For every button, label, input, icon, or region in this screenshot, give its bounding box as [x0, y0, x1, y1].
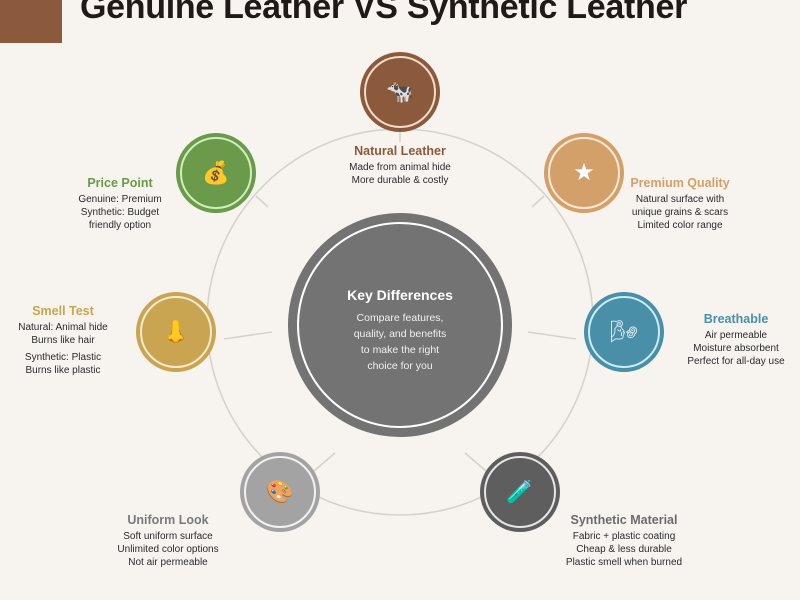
- label-price-point: Price Point Genuine: Premium Synthetic: …: [78, 176, 162, 231]
- test-tube-icon: 🧪: [506, 479, 534, 504]
- money-bag-icon: 💰: [202, 160, 230, 185]
- page-title: Genuine Leather VS Synthetic Leather: [80, 0, 688, 26]
- node-breathable: 🌬: [584, 292, 664, 372]
- node-price-point: 💰: [176, 133, 256, 213]
- label-premium-quality: Premium Quality Natural surface with uni…: [630, 176, 730, 231]
- label-uniform-look: Uniform Look Soft uniform surface Unlimi…: [117, 513, 219, 568]
- wind-icon: 🌬: [610, 319, 638, 344]
- label-synthetic-material: Synthetic Material Fabric + plastic coat…: [565, 513, 683, 568]
- node-synthetic-material: 🧪: [480, 452, 560, 532]
- label-breathable: Breathable Air permeable Moisture absorb…: [687, 312, 785, 367]
- nose-icon: 👃: [162, 319, 190, 344]
- center-hub: Key Differences Compare features, qualit…: [288, 213, 512, 437]
- node-natural-leather: 🐄: [360, 52, 440, 132]
- palette-icon: 🎨: [266, 479, 294, 504]
- star-icon: ★: [573, 159, 595, 186]
- node-smell-test: 👃: [136, 292, 216, 372]
- node-uniform-look: 🎨: [240, 452, 320, 532]
- cow-icon: 🐄: [386, 79, 414, 104]
- center-description: Compare features, quality, and benefits …: [353, 312, 447, 372]
- brand-color-block: [0, 0, 62, 43]
- label-natural-leather: Natural Leather Made from animal hide Mo…: [349, 144, 451, 186]
- center-inner-ring: [297, 222, 503, 428]
- label-smell-test: Smell Test Natural: Animal hide Burns li…: [18, 304, 108, 376]
- center-title: Key Differences: [347, 287, 453, 303]
- node-premium-quality: ★: [544, 133, 624, 213]
